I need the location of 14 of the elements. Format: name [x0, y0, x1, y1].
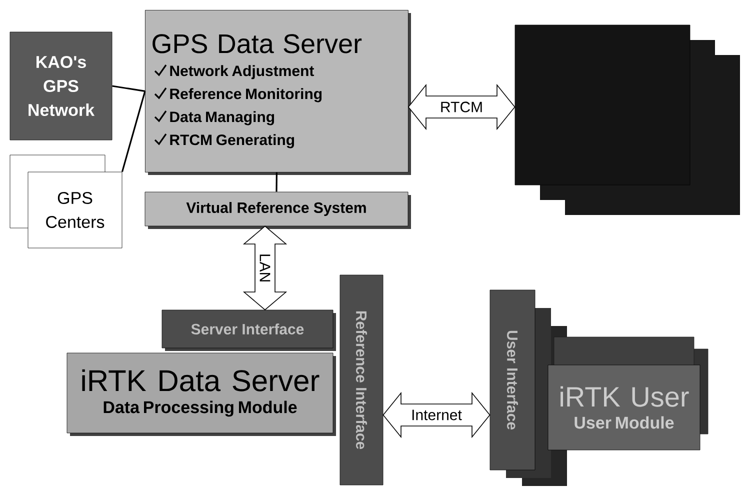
connector-line	[112, 85, 146, 92]
centers-box: GPS Centers	[10, 154, 122, 248]
network-box: KAO's GPS Network	[10, 32, 112, 140]
interface-bar: Server Interface	[162, 310, 336, 351]
connector-line	[121, 90, 146, 172]
interface-bar: Virtual Reference System	[144, 192, 411, 229]
server-box: GPS Data Server Network Adjustment Reference Monitoring Data Managing RTCM Generating	[145, 10, 411, 175]
interface-bar: Reference Interface	[340, 274, 384, 486]
user-module-stack	[514, 24, 740, 215]
user-module-box: iRTK User User Module	[548, 336, 708, 450]
edge-label: RTCM	[438, 100, 484, 114]
connector-line	[276, 172, 278, 192]
edge-label: Internet	[410, 408, 463, 422]
server-box: iRTK Data Server Data Processing Module	[66, 352, 336, 436]
